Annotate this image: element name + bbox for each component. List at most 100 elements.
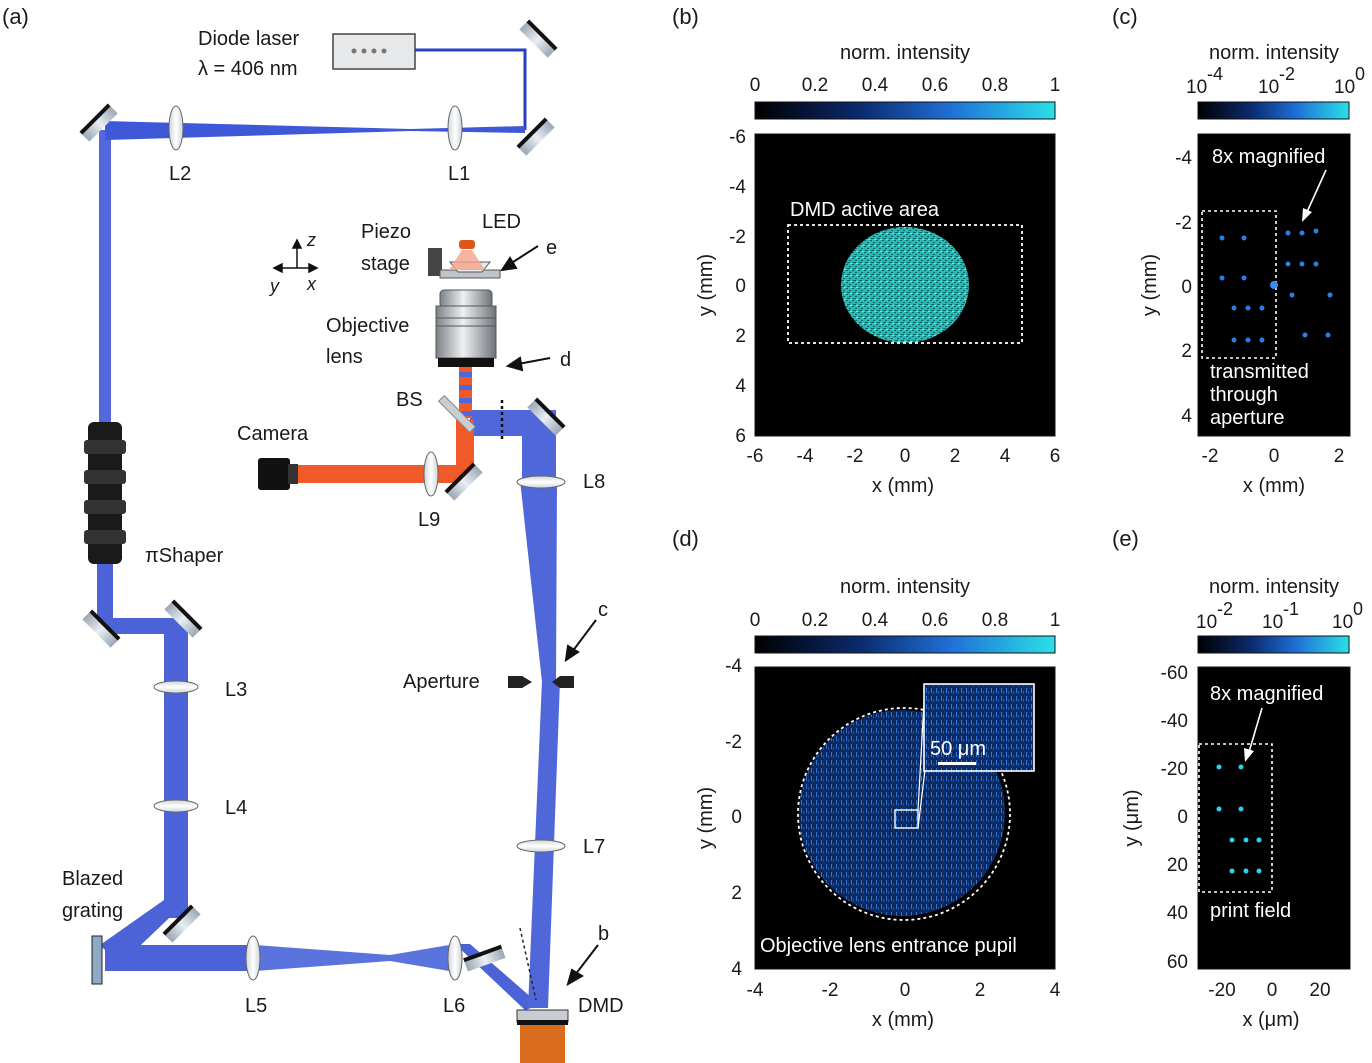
marker-b: b xyxy=(598,923,609,945)
objective-lens xyxy=(435,289,497,367)
plot-e-xlabel: x (μm) xyxy=(1242,1009,1299,1031)
plot-c-cb-base: 10 xyxy=(1334,77,1355,98)
pishaper xyxy=(84,422,126,564)
pishaper-label: πShaper xyxy=(145,545,224,567)
lens-l8: L8 xyxy=(583,471,605,493)
plot-e-ytick: 40 xyxy=(1167,903,1188,924)
plot-d-ytick: 0 xyxy=(731,807,742,828)
plot-e-colorbar xyxy=(1197,635,1350,654)
plot-c-xtick: 0 xyxy=(1269,446,1280,467)
mixed-beam xyxy=(459,366,472,418)
setup-diagram: Diode laser λ = 406 nm xyxy=(62,19,624,1063)
objective-label-2: lens xyxy=(326,346,363,368)
plot-d-cb-tick: 0.4 xyxy=(862,610,889,631)
plot-c-ytick: -2 xyxy=(1175,213,1192,234)
plot-c-xtick: -2 xyxy=(1202,446,1219,467)
plot-b-cb-tick: 0.4 xyxy=(862,75,889,96)
plot-e-cb-exp: -1 xyxy=(1283,599,1299,619)
plot-b: norm. intensity 0 0.2 0.4 0.6 0.8 1 DMD … xyxy=(695,42,1060,497)
plot-e-xtick: -20 xyxy=(1208,980,1235,1001)
plot-b-cb-tick: 0.8 xyxy=(982,75,1008,96)
plot-b-ytick: 2 xyxy=(735,326,746,347)
objective-label-1: Objective xyxy=(326,315,409,337)
plot-b-xtick: 2 xyxy=(950,446,961,467)
plot-c-ytick: -4 xyxy=(1175,148,1192,169)
plot-d-ytick: -4 xyxy=(725,656,742,677)
plot-e-spots xyxy=(1216,764,1262,874)
plot-d-cb-tick: 0.6 xyxy=(922,610,948,631)
beam-l5-focus xyxy=(255,945,390,971)
plot-d-xtick: -2 xyxy=(822,980,839,1001)
plot-b-cb-tick: 0.6 xyxy=(922,75,948,96)
plot-b-ytick: -6 xyxy=(729,127,746,148)
plot-b-beam-spot xyxy=(841,227,969,343)
beam-shaper-out xyxy=(97,560,113,625)
plot-e-cb-exp: 0 xyxy=(1353,599,1363,619)
plot-b-xtick: 6 xyxy=(1050,446,1061,467)
plot-b-cb-tick: 0 xyxy=(750,75,761,96)
plot-d-cb-tick: 0.2 xyxy=(802,610,828,631)
plot-d-ylabel: y (mm) xyxy=(695,787,717,849)
plot-e-annotation-bottom: print field xyxy=(1210,900,1291,922)
lenses xyxy=(153,105,566,981)
lens-l4: L4 xyxy=(225,797,247,819)
plot-b-xlabel: x (mm) xyxy=(872,475,934,497)
beam-down-to-shaper xyxy=(99,130,111,430)
laser-to-m1 xyxy=(415,48,527,130)
plot-d-xtick: 4 xyxy=(1050,980,1061,1001)
plot-c-annotation-line1: transmitted xyxy=(1210,361,1309,383)
plot-b-cb-title: norm. intensity xyxy=(840,42,970,64)
lens-l1: L1 xyxy=(448,163,470,185)
plot-d-colorbar xyxy=(754,635,1056,654)
plot-e-ytick: 0 xyxy=(1177,807,1188,828)
plot-c-annotation-line3: aperture xyxy=(1210,407,1285,429)
plot-e-cb-exp: -2 xyxy=(1217,599,1233,619)
beam-focus-l6 xyxy=(390,944,455,972)
plot-b-ytick: -2 xyxy=(729,227,746,248)
panel-label-c: (c) xyxy=(1112,4,1138,29)
plot-b-cb-tick: 1 xyxy=(1050,75,1061,96)
plot-e-ylabel: y (μm) xyxy=(1121,789,1143,846)
plot-d-ytick: -2 xyxy=(725,732,742,753)
plot-d-zoom-source xyxy=(894,809,919,829)
plot-e-cb-title: norm. intensity xyxy=(1209,576,1339,598)
lens-l2: L2 xyxy=(169,163,191,185)
plot-e-annotation-top: 8x magnified xyxy=(1210,683,1323,705)
led-label: LED xyxy=(482,211,521,233)
blue-beam xyxy=(97,48,560,1010)
plot-e-cb-base: 10 xyxy=(1196,612,1217,633)
plot-d-cb-title: norm. intensity xyxy=(840,576,970,598)
axis-x: x xyxy=(306,274,317,294)
plot-b-dmd-box xyxy=(787,224,1023,344)
lens-l5: L5 xyxy=(245,995,267,1017)
plot-d-inset xyxy=(923,683,1035,772)
panel-label-b: (b) xyxy=(672,4,699,29)
plot-b-xtick: -2 xyxy=(847,446,864,467)
plot-e-ytick: -20 xyxy=(1161,759,1188,780)
plot-e-area xyxy=(1197,666,1351,970)
plot-e-cb-base: 10 xyxy=(1262,612,1283,633)
marker-arrows xyxy=(499,245,599,987)
plot-d-cb-tick: 1 xyxy=(1050,610,1061,631)
plot-d-pupil-circle xyxy=(797,707,1011,921)
plot-b-ytick: 4 xyxy=(735,376,746,397)
beam-m2-to-l2 xyxy=(105,121,525,140)
plot-c-ytick: 0 xyxy=(1181,277,1192,298)
plot-d-xtick: 0 xyxy=(900,980,911,1001)
plot-c-colorbar xyxy=(1197,101,1350,120)
piezo-label-1: Piezo xyxy=(361,221,411,243)
plot-e-xtick: 20 xyxy=(1309,980,1330,1001)
plot-b-ytick: 0 xyxy=(735,276,746,297)
plot-c-ytick: 2 xyxy=(1181,341,1192,362)
plot-b-ylabel: y (mm) xyxy=(695,254,717,316)
plot-e-ytick: -60 xyxy=(1161,663,1188,684)
lens-l7: L7 xyxy=(583,836,605,858)
panel-label-d: (d) xyxy=(672,526,699,551)
plot-d-xlabel: x (mm) xyxy=(872,1009,934,1031)
plot-e-cb-base: 10 xyxy=(1332,612,1353,633)
plot-c-cb-exp: 0 xyxy=(1355,64,1365,84)
marker-c: c xyxy=(598,599,608,621)
plot-e-ytick: 60 xyxy=(1167,952,1188,973)
camera-label: Camera xyxy=(237,423,309,445)
